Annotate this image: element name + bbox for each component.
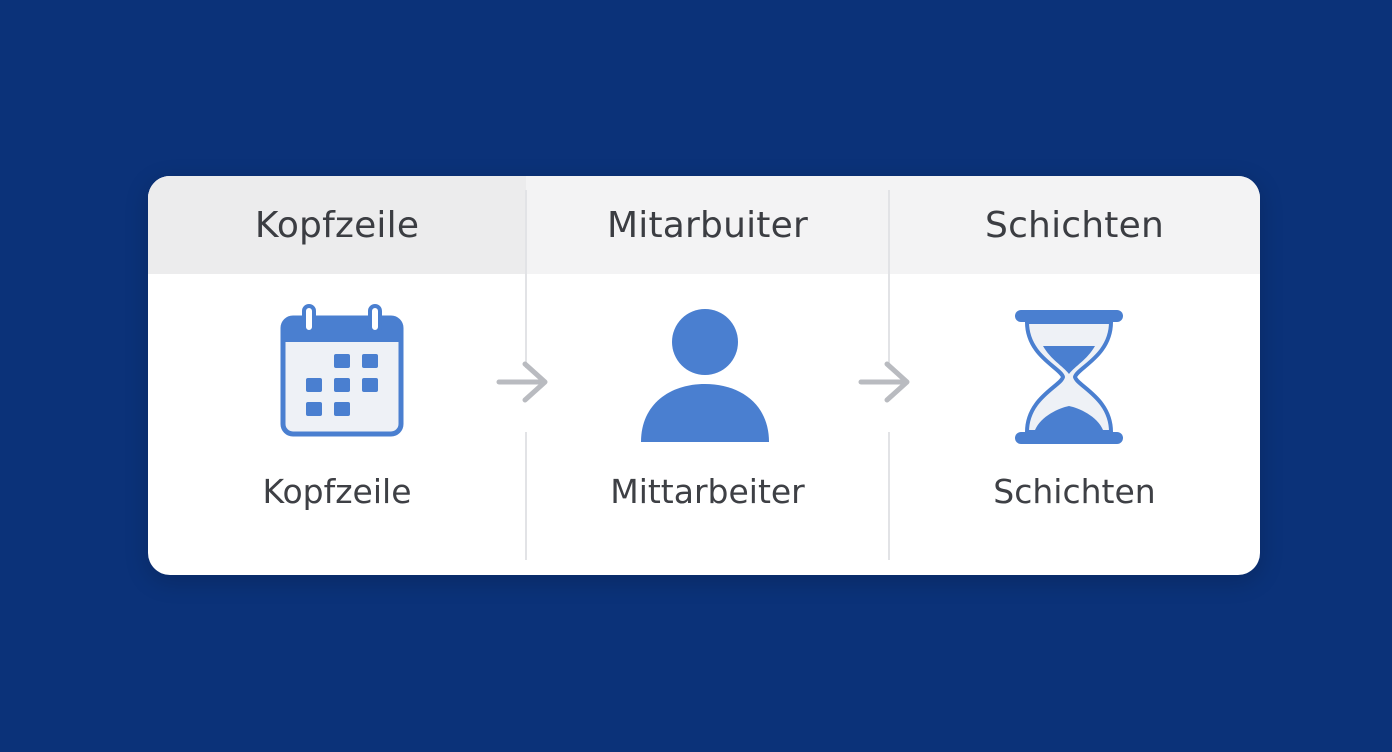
header-cell-highlight [148,176,526,274]
column-schichten: Schichten Schichten [889,176,1260,575]
calendar-icon [280,304,404,440]
column-header: Kopfzeile [254,205,420,246]
column-mitarbeiter: Mitarbuiter Mittarbeiter [526,176,889,575]
column-header: Mitarbuiter [607,205,808,246]
hourglass-icon [1013,308,1125,448]
header-band [148,176,1260,274]
arrow-right-icon [857,360,913,404]
person-icon [640,308,770,446]
column-header: Schichten [985,205,1164,246]
arrow-right-icon [495,360,551,404]
column-label: Kopfzeile [262,472,412,511]
column-kopfzeile: Kopfzeile Kopfzeile [148,176,526,575]
column-label: Mittarbeiter [610,472,805,511]
column-label: Schichten [993,472,1156,511]
flow-card: Kopfzeile Kopfzeile Mitarbu [148,176,1260,575]
